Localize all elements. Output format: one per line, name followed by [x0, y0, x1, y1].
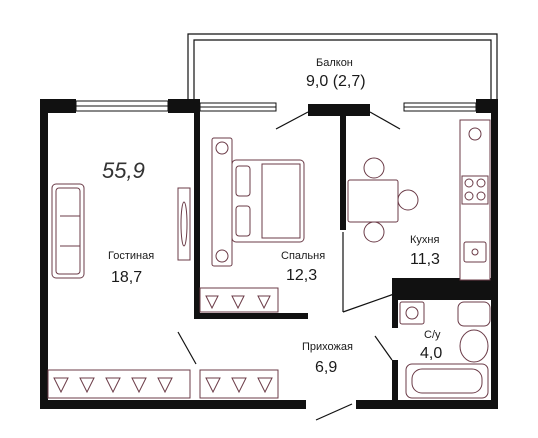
balcony-name: Балкон — [316, 57, 353, 69]
tv-stand-icon — [177, 187, 191, 261]
balcony-railing — [187, 33, 498, 104]
living-room-area: 18,7 — [111, 269, 142, 286]
bedroom-area: 12,3 — [286, 267, 317, 284]
doors — [177, 111, 401, 421]
living-room-name: Гостиная — [108, 250, 154, 262]
wardrobe-icon — [199, 287, 279, 313]
bathroom-area: 4,0 — [420, 345, 442, 362]
balcony-area: 9,0 (2,7) — [306, 73, 366, 90]
walls — [40, 99, 498, 409]
total-area: 55,9 — [102, 158, 145, 183]
sofa-icon — [51, 183, 85, 279]
kitchen-name: Кухня — [410, 234, 439, 246]
hall-area: 6,9 — [315, 359, 337, 376]
hall-name: Прихожая — [302, 341, 353, 353]
kitchen-area: 11,3 — [410, 251, 440, 268]
kitchen-counter-icon — [459, 119, 491, 281]
bed-icon — [211, 137, 305, 267]
bathroom-fixtures-icon — [399, 301, 491, 399]
hall-wardrobe-icon — [47, 369, 279, 399]
dining-table-icon — [347, 157, 419, 243]
bathroom-name: С/у — [424, 329, 441, 341]
bedroom-name: Спальня — [281, 250, 325, 262]
